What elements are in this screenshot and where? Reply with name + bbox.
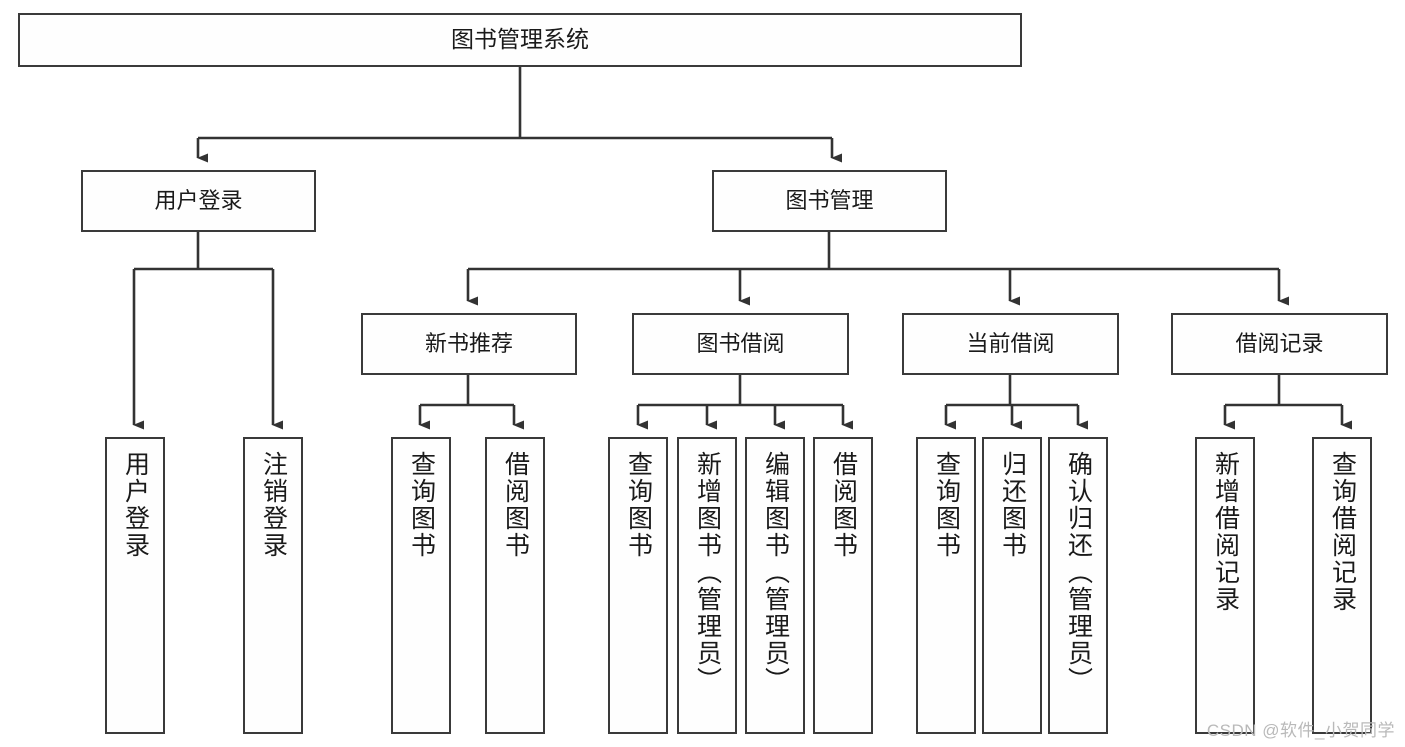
leaf-book-borrow-add[interactable]: 新增图书（管理员） [677,437,737,734]
node-root[interactable]: 图书管理系统 [18,13,1022,67]
leaf-current-borrow-return[interactable]: 归还图书 [982,437,1042,734]
leaf-book-borrow-edit-label: 编辑图书（管理员） [761,451,790,694]
leaf-borrow-record-add[interactable]: 新增借阅记录 [1195,437,1255,734]
leaf-user-login-signout-label: 注销登录 [259,451,288,559]
leaf-user-login-signin[interactable]: 用户登录 [105,437,165,734]
csdn-watermark: CSDN @软件_小贺同学 [1206,721,1395,740]
leaf-borrow-record-query-label: 查询借阅记录 [1328,451,1357,613]
leaf-current-borrow-query-label: 查询图书 [932,451,961,559]
node-borrow-record[interactable]: 借阅记录 [1171,313,1388,375]
leaf-borrow-record-query[interactable]: 查询借阅记录 [1312,437,1372,734]
leaf-new-book-query[interactable]: 查询图书 [391,437,451,734]
leaf-book-borrow-query[interactable]: 查询图书 [608,437,668,734]
leaf-current-borrow-return-label: 归还图书 [998,451,1027,559]
node-new-book-recommend[interactable]: 新书推荐 [361,313,577,375]
leaf-book-borrow-lend[interactable]: 借阅图书 [813,437,873,734]
node-book-management-label: 图书管理 [785,188,874,214]
node-book-borrow[interactable]: 图书借阅 [632,313,849,375]
leaf-current-borrow-confirm-return-label: 确认归还（管理员） [1064,451,1093,694]
leaf-current-borrow-query[interactable]: 查询图书 [916,437,976,734]
leaf-new-book-borrow[interactable]: 借阅图书 [485,437,545,734]
leaf-current-borrow-confirm-return[interactable]: 确认归还（管理员） [1048,437,1108,734]
node-new-book-recommend-label: 新书推荐 [424,331,513,357]
node-book-management[interactable]: 图书管理 [712,170,947,232]
node-root-label: 图书管理系统 [451,26,589,53]
leaf-book-borrow-lend-label: 借阅图书 [829,451,858,559]
node-borrow-record-label: 借阅记录 [1235,331,1324,357]
node-current-borrow[interactable]: 当前借阅 [902,313,1119,375]
leaf-user-login-signin-label: 用户登录 [121,451,150,559]
leaf-borrow-record-add-label: 新增借阅记录 [1211,451,1240,613]
leaf-user-login-signout[interactable]: 注销登录 [243,437,303,734]
node-book-borrow-label: 图书借阅 [696,331,785,357]
leaf-book-borrow-query-label: 查询图书 [624,451,653,559]
node-user-login-label: 用户登录 [154,188,243,214]
leaf-book-borrow-edit[interactable]: 编辑图书（管理员） [745,437,805,734]
leaf-book-borrow-add-label: 新增图书（管理员） [693,451,722,694]
leaf-new-book-query-label: 查询图书 [407,451,436,559]
node-user-login[interactable]: 用户登录 [81,170,316,232]
node-current-borrow-label: 当前借阅 [966,331,1055,357]
leaf-new-book-borrow-label: 借阅图书 [501,451,530,559]
